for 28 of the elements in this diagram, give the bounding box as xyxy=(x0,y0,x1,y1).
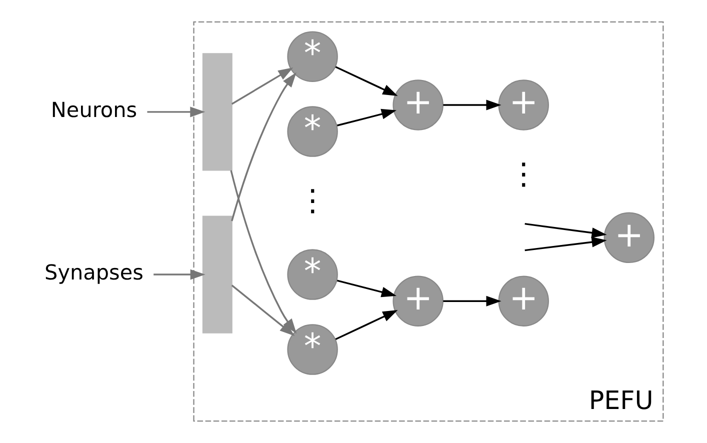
node-bar xyxy=(202,216,232,334)
node-circle: + xyxy=(498,276,549,326)
label: ⋮ xyxy=(508,156,539,192)
arrow xyxy=(335,310,398,340)
node-circle: + xyxy=(498,80,549,130)
arrow xyxy=(524,236,607,252)
node-text: Synapses xyxy=(44,260,144,285)
arrow xyxy=(231,72,296,222)
node-circle: * xyxy=(287,324,338,375)
arrow xyxy=(147,106,206,118)
node-bar xyxy=(202,53,232,171)
arrow xyxy=(524,222,607,238)
arrow xyxy=(443,100,502,110)
node-circle: * xyxy=(287,249,338,300)
label: ⋮ xyxy=(298,183,328,218)
arrow xyxy=(335,66,398,96)
arrow xyxy=(231,284,295,336)
node-circle: + xyxy=(604,212,655,264)
arrow xyxy=(154,269,206,280)
arrow xyxy=(336,280,396,298)
node-circle: * xyxy=(287,31,338,82)
arrow xyxy=(443,296,502,306)
node-text: Neurons xyxy=(50,98,138,122)
node-circle: + xyxy=(392,80,444,130)
arrow xyxy=(336,108,396,126)
node-circle: * xyxy=(287,106,338,157)
arrow xyxy=(231,67,294,105)
node-circle: + xyxy=(392,276,444,326)
